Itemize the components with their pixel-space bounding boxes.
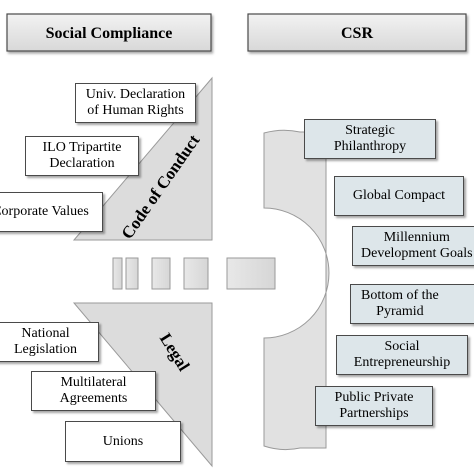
connector-block-5 [226, 257, 276, 290]
connector-block-1 [112, 257, 123, 290]
item-millennium-development-goals: Millennium Development Goals [352, 226, 474, 266]
item-unions: Unions [65, 421, 181, 462]
item-corporate-values: Corporate Values [0, 192, 103, 232]
middle-connector [112, 257, 276, 290]
item-multilateral-agreements: Multilateral Agreements [31, 371, 156, 411]
connector-block-2 [125, 257, 139, 290]
item-public-private-partnerships: Public Private Partnerships [315, 386, 433, 426]
item-univ-declaration-human-rights: Univ. Declaration of Human Rights [75, 83, 196, 123]
item-national-legislation: National Legislation [0, 322, 99, 362]
csr-arc-shape [263, 129, 330, 451]
header-csr-label: CSR [341, 25, 373, 42]
item-bottom-of-the-pyramid: Bottom of the Pyramid [350, 284, 474, 324]
connector-block-4 [183, 257, 209, 290]
item-strategic-philanthropy: Strategic Philanthropy [304, 119, 436, 159]
item-global-compact: Global Compact [334, 176, 464, 216]
header-csr: CSR [247, 13, 467, 52]
header-social-compliance-label: Social Compliance [46, 25, 173, 42]
item-ilo-tripartite-declaration: ILO Tripartite Declaration [25, 136, 139, 176]
header-social-compliance: Social Compliance [6, 13, 212, 52]
connector-block-3 [151, 257, 171, 290]
item-social-entrepreneurship: Social Entrepreneurship [336, 335, 468, 375]
